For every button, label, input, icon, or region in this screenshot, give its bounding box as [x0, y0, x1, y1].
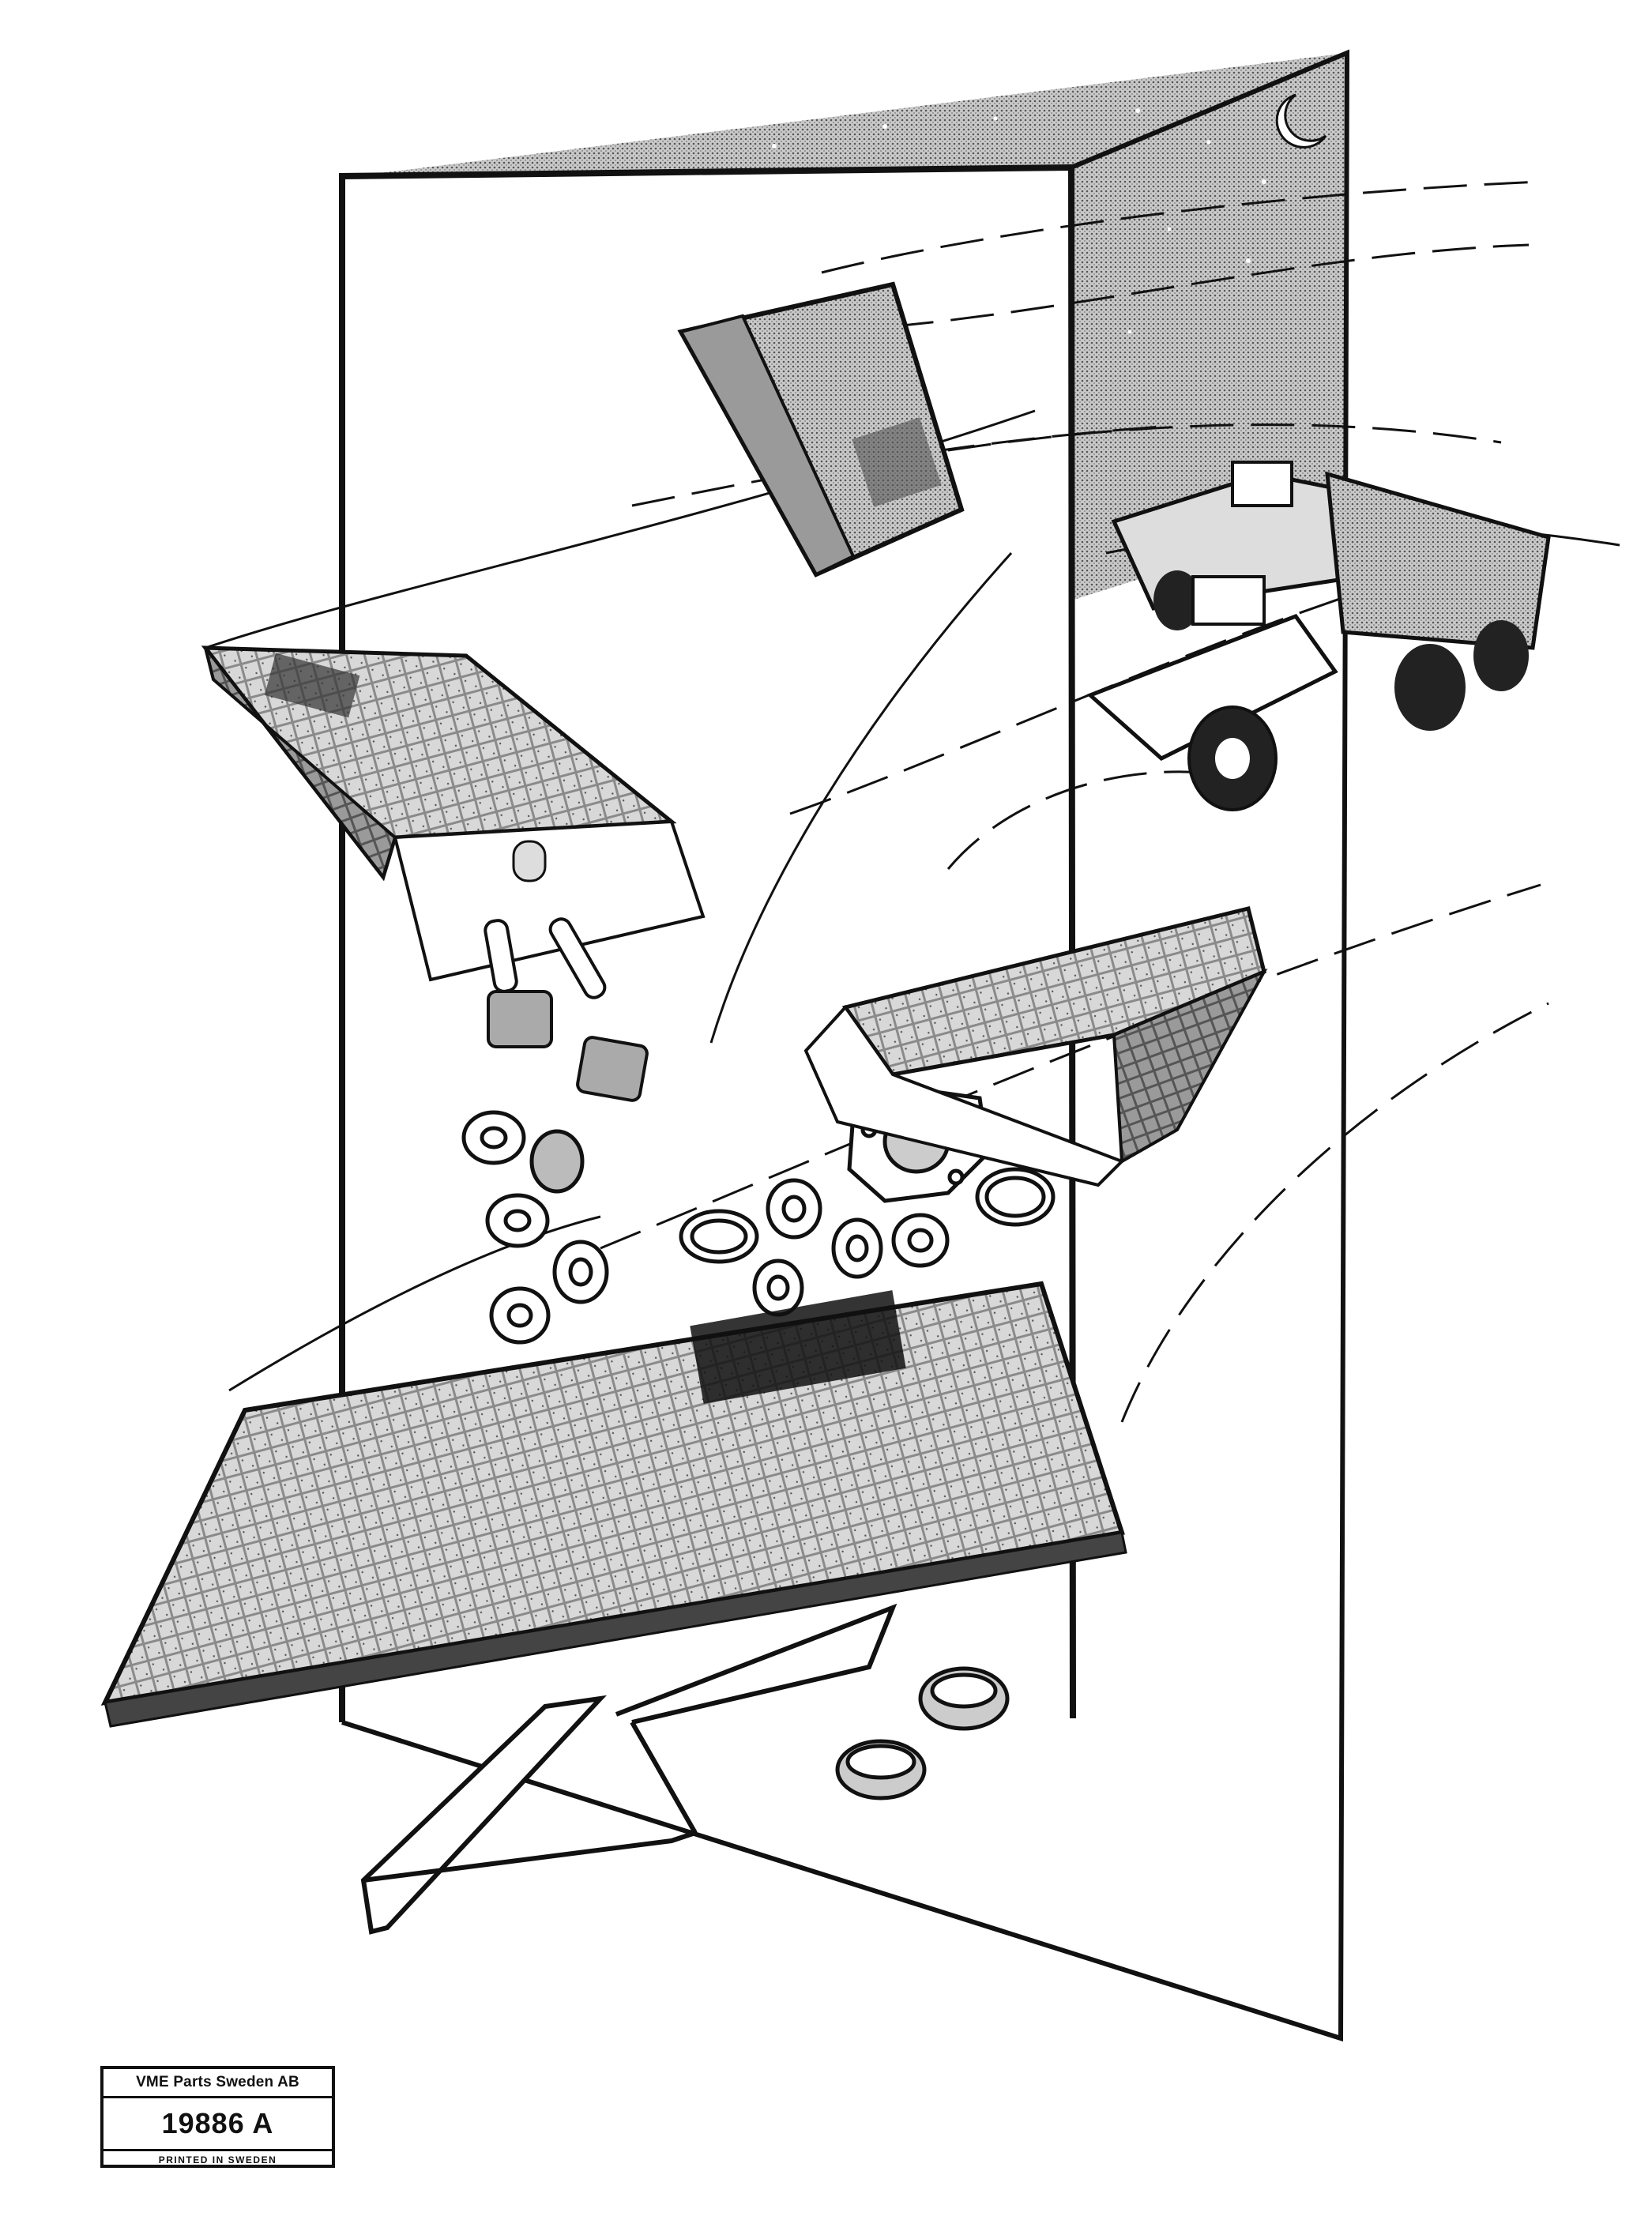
company-name: VME Parts Sweden AB [103, 2069, 332, 2098]
stars [772, 108, 1266, 334]
seal-rings [461, 1110, 1056, 1345]
part-number-stamp: VME Parts Sweden AB 19886 A PRINTED IN S… [100, 2066, 335, 2168]
frame-gaskets [360, 1603, 897, 1935]
small-parts-box [677, 281, 965, 578]
moon-icon [1275, 93, 1327, 149]
vme-logo [690, 1290, 906, 1404]
pins-and-gears [484, 917, 649, 1102]
drawing-number: 19886 A [161, 2107, 274, 2139]
construction-vehicles [1086, 461, 1620, 811]
open-parts-box-left [201, 645, 706, 982]
printed-in-label: PRINTED IN SWEDEN [103, 2149, 332, 2169]
large-flat-box [100, 1281, 1127, 1728]
open-parts-box-right [803, 905, 1268, 1187]
bushings [835, 1666, 1010, 1800]
